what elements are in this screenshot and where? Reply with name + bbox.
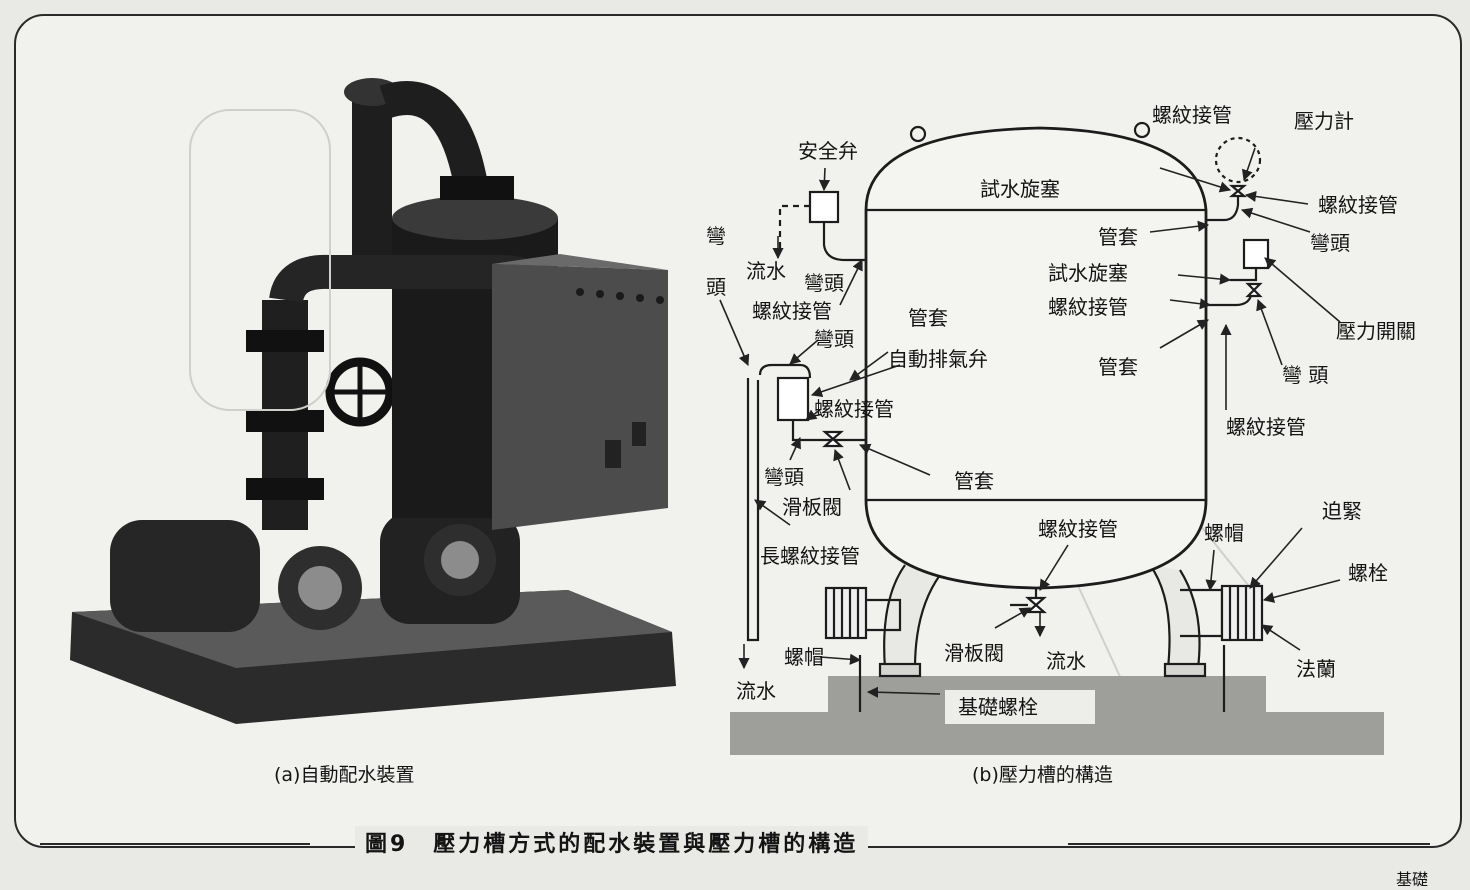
- label-thread-pipe-f: 螺紋接管: [1226, 415, 1306, 439]
- label-elbow-e: 彎 頭: [1282, 363, 1329, 387]
- label-pressure-switch: 壓力開關: [1336, 319, 1416, 343]
- label-thread-pipe-a: 螺紋接管: [752, 299, 832, 323]
- label-gate-valve-b: 滑板閥: [944, 641, 1004, 665]
- pump-unit-photo: [70, 78, 676, 724]
- label-sleeve-c: 管套: [1098, 225, 1138, 249]
- label-sleeve-d: 管套: [1098, 355, 1138, 379]
- caption-a: (a)自動配水裝置: [274, 764, 415, 786]
- figure-title: 圖9 壓力槽方式的配水裝置與壓力槽的構造: [355, 826, 869, 858]
- tank-diagram: [730, 121, 1384, 755]
- label-thread-pipe-c: 螺紋接管: [1048, 295, 1128, 319]
- label-cap-nut: 螺帽: [1204, 521, 1244, 545]
- label-thread-pipe-e: 螺紋接管: [1318, 193, 1398, 217]
- label-drain-mid: 流水: [1046, 649, 1086, 673]
- label-gate-valve-a: 滑板閥: [782, 495, 842, 519]
- label-flange: 法蘭: [1296, 657, 1336, 681]
- label-sleeve-b: 管套: [954, 469, 994, 493]
- label-elbow-b: 彎頭: [814, 327, 854, 351]
- label-foundation-bolt: 基礎螺栓: [958, 695, 1038, 719]
- label-drain-bottom: 流水: [736, 679, 776, 703]
- label-elbow-left: 彎: [706, 224, 726, 248]
- label-bolt: 螺栓: [1348, 561, 1388, 585]
- label-test-cock-b: 試水旋塞: [1048, 261, 1128, 285]
- label-elbow-a: 彎頭: [804, 271, 844, 295]
- label-auto-air-valve: 自動排氣弁: [888, 347, 988, 371]
- label-thread-pipe-b: 螺紋接管: [814, 397, 894, 421]
- label-sleeve-a: 管套: [908, 306, 948, 330]
- label-elbow-left-2: 頭: [706, 275, 726, 299]
- label-cap-nut-b: 螺帽: [784, 645, 824, 669]
- label-thread-pipe-g: 螺紋接管: [1038, 517, 1118, 541]
- label-long-thread-pipe: 長螺紋接管: [760, 544, 860, 568]
- leader-arrows: [719, 147, 1341, 698]
- label-pressure-gauge: 壓力計: [1294, 109, 1354, 133]
- label-drain-top: 流水: [746, 259, 786, 283]
- label-thread-pipe-d: 螺紋接管: [1152, 103, 1232, 127]
- caption-b: (b)壓力槽的構造: [972, 764, 1113, 786]
- corner-text: 基礎: [1396, 870, 1429, 889]
- label-tighten: 迫緊: [1322, 499, 1362, 523]
- label-elbow-c: 彎頭: [764, 465, 804, 489]
- label-elbow-d: 彎頭: [1310, 231, 1350, 255]
- label-safety-valve: 安全弁: [798, 139, 858, 163]
- label-test-cock-a: 試水旋塞: [980, 177, 1060, 201]
